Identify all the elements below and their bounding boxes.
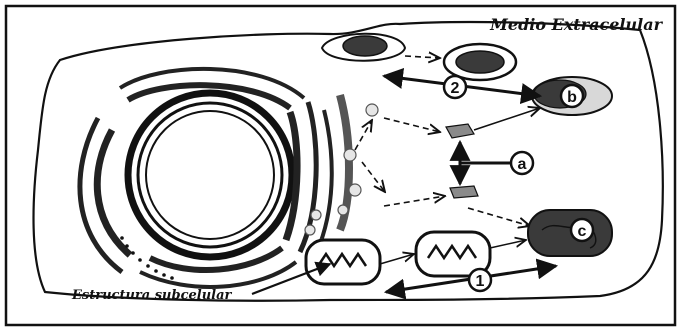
nucleus — [128, 93, 292, 257]
marker-a: a — [511, 152, 533, 174]
marker-1-text: 1 — [476, 273, 485, 290]
marker-1: 1 — [469, 269, 491, 291]
label-subcellular: Estructura subcelular — [71, 288, 233, 303]
target-cell-c — [528, 210, 612, 256]
arrow-organelle-transfer — [380, 254, 414, 264]
marker-b-text: b — [567, 89, 577, 106]
marker-c: c — [571, 219, 593, 241]
marker-a-text: a — [518, 156, 527, 173]
secretory-vesicle-membrane — [322, 34, 405, 61]
secretory-vesicle-released — [444, 44, 516, 80]
arrow-to-c — [490, 240, 526, 248]
arrow-to-b — [474, 108, 540, 130]
vesicle-transport-paths — [355, 56, 530, 226]
label-extracellular: Medio Extracelular — [489, 15, 663, 34]
organelle-lower-left — [306, 240, 380, 284]
receptor-shapes — [446, 124, 478, 198]
marker-c-text: c — [578, 223, 587, 240]
marker-2-text: 2 — [451, 80, 460, 97]
marker-b: b — [561, 85, 583, 107]
marker-2: 2 — [444, 76, 466, 98]
